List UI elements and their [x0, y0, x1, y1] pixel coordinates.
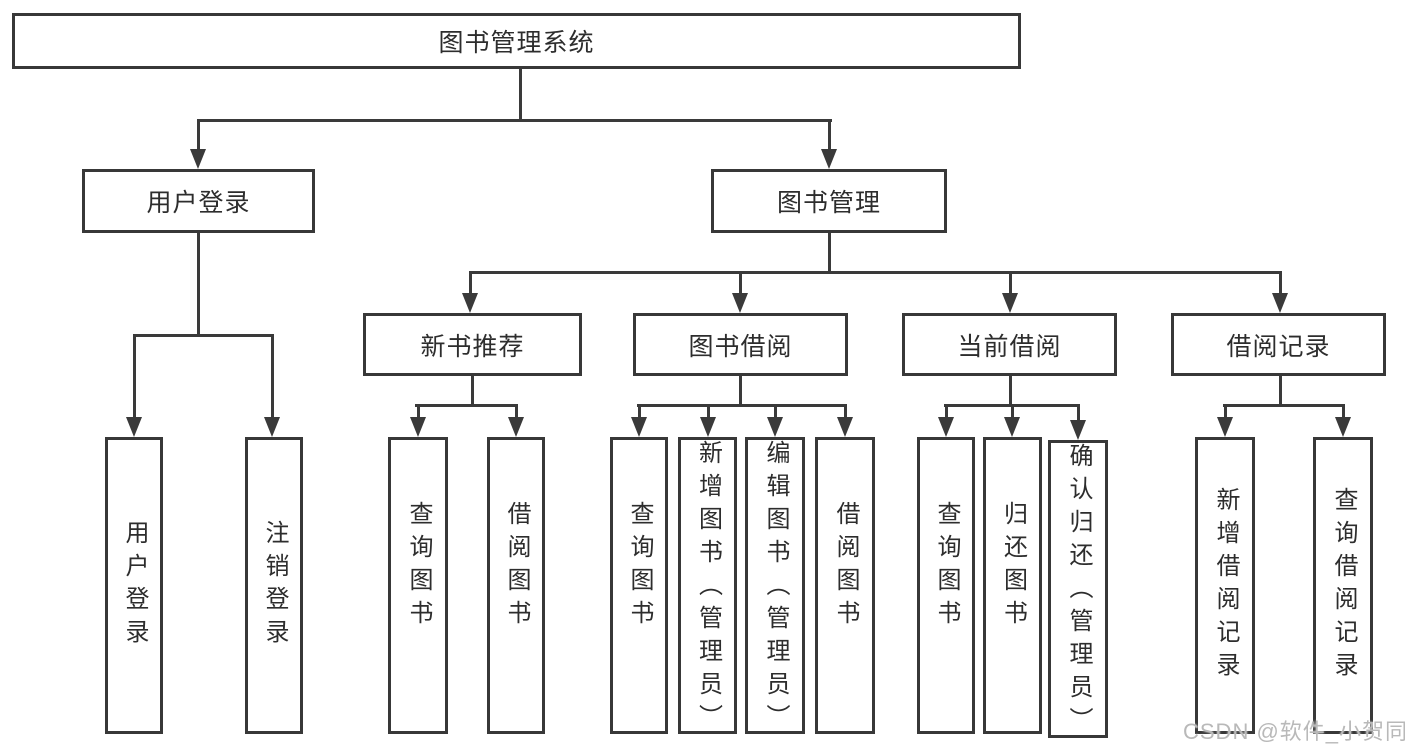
arrow-down-icon: [821, 149, 837, 169]
connector-leaf-shaft: [638, 404, 641, 423]
arrow-down-icon: [938, 417, 954, 437]
connector-branch-drop: [471, 376, 474, 406]
arrow-down-icon: [732, 293, 748, 313]
connector-user-branch-horizontal: [133, 334, 274, 337]
leaf-query-book-current: 查询图书: [917, 437, 975, 734]
leaf-query-borrow-record: 查询借阅记录: [1313, 437, 1373, 734]
node-book-management: 图书管理: [711, 169, 947, 233]
connector-leaf-shaft: [271, 334, 274, 422]
node-book-borrow: 图书借阅: [633, 313, 848, 376]
node-current-borrow: 当前借阅: [902, 313, 1117, 376]
connector-branch-horizontal: [415, 404, 518, 407]
connector-leaf-shaft: [844, 404, 847, 423]
connector-leaf-shaft: [515, 404, 518, 423]
leaf-label: 借阅图书: [832, 500, 859, 633]
connector-leaf-shaft: [1011, 404, 1014, 423]
leaf-label: 借阅图书: [503, 500, 530, 633]
arrow-down-icon: [1335, 417, 1351, 437]
arrow-down-icon: [264, 417, 280, 437]
node-borrow-record: 借阅记录: [1171, 313, 1386, 376]
leaf-label: 编辑图书（管理员）: [762, 440, 789, 737]
node-book-management-system: 图书管理系统: [12, 13, 1021, 69]
connector-branch-horizontal: [1223, 404, 1345, 407]
connector-leaf-shaft: [1342, 404, 1345, 423]
leaf-label: 确认归还（管理员）: [1065, 443, 1092, 740]
leaf-query-book-borrow: 查询图书: [610, 437, 668, 734]
connector-leaf-shaft: [133, 334, 136, 422]
leaf-label: 查询借阅记录: [1330, 486, 1357, 685]
leaf-logout-login: 注销登录: [245, 437, 303, 734]
connector-leaf-shaft: [1224, 404, 1227, 423]
arrow-down-icon: [837, 417, 853, 437]
connector-leaf-shaft: [774, 404, 777, 423]
arrow-down-icon: [631, 417, 647, 437]
arrow-down-icon: [700, 417, 716, 437]
arrow-down-icon: [508, 417, 524, 437]
connector-leaf-shaft: [417, 404, 420, 423]
arrow-down-icon: [1004, 417, 1020, 437]
connector-level3-shaft: [739, 271, 742, 297]
leaf-user-login: 用户登录: [105, 437, 163, 734]
connector-mgmt-branch-horizontal: [469, 271, 1282, 274]
connector-leaf-shaft: [707, 404, 710, 423]
leaf-label: 查询图书: [933, 500, 960, 633]
leaf-label: 新增借阅记录: [1212, 486, 1239, 685]
leaf-label: 查询图书: [405, 500, 432, 633]
leaf-borrow-book-recommend: 借阅图书: [487, 437, 545, 734]
connector-branch-horizontal: [637, 404, 847, 407]
arrow-down-icon: [190, 149, 206, 169]
connector-user-login-shaft: [197, 119, 200, 153]
leaf-edit-book-admin: 编辑图书（管理员）: [745, 437, 805, 737]
connector-branch-drop: [739, 376, 742, 406]
leaf-label: 新增图书（管理员）: [694, 440, 722, 737]
leaf-return-book: 归还图书: [983, 437, 1042, 734]
leaf-add-borrow-record: 新增借阅记录: [1195, 437, 1255, 734]
arrow-down-icon: [1070, 420, 1086, 440]
leaf-confirm-return-admin: 确认归还（管理员）: [1048, 440, 1108, 740]
connector-level3-shaft: [1279, 271, 1282, 297]
leaf-label: 查询图书: [626, 500, 653, 633]
leaf-add-book-admin: 新增图书（管理员）: [678, 437, 737, 737]
arrow-down-icon: [1217, 417, 1233, 437]
connector-level3-shaft: [469, 271, 472, 297]
connector-book-mgmt-shaft: [828, 119, 831, 153]
node-user-login: 用户登录: [82, 169, 315, 233]
leaf-label: 用户登录: [121, 519, 148, 652]
connector-branch-drop: [1279, 376, 1282, 406]
connector-leaf-shaft: [1077, 404, 1080, 423]
connector-leaf-shaft: [945, 404, 948, 423]
arrow-down-icon: [126, 417, 142, 437]
leaf-label: 注销登录: [261, 519, 288, 652]
csdn-watermark: CSDN @软件_小贺同学: [1183, 719, 1405, 744]
connector-user-branch-drop: [197, 233, 200, 336]
leaf-label: 归还图书: [999, 500, 1027, 633]
connector-level3-shaft: [1009, 271, 1012, 297]
connector-mgmt-branch-drop: [828, 233, 831, 273]
connector-level2-horizontal: [197, 119, 832, 122]
arrow-down-icon: [1002, 293, 1018, 313]
node-new-book-recommend: 新书推荐: [363, 313, 582, 376]
connector-root-drop: [519, 69, 522, 121]
arrow-down-icon: [767, 417, 783, 437]
leaf-query-book-recommend: 查询图书: [388, 437, 448, 734]
connector-branch-drop: [1009, 376, 1012, 406]
arrow-down-icon: [410, 417, 426, 437]
arrow-down-icon: [1272, 293, 1288, 313]
leaf-borrow-book: 借阅图书: [815, 437, 875, 734]
arrow-down-icon: [462, 293, 478, 313]
